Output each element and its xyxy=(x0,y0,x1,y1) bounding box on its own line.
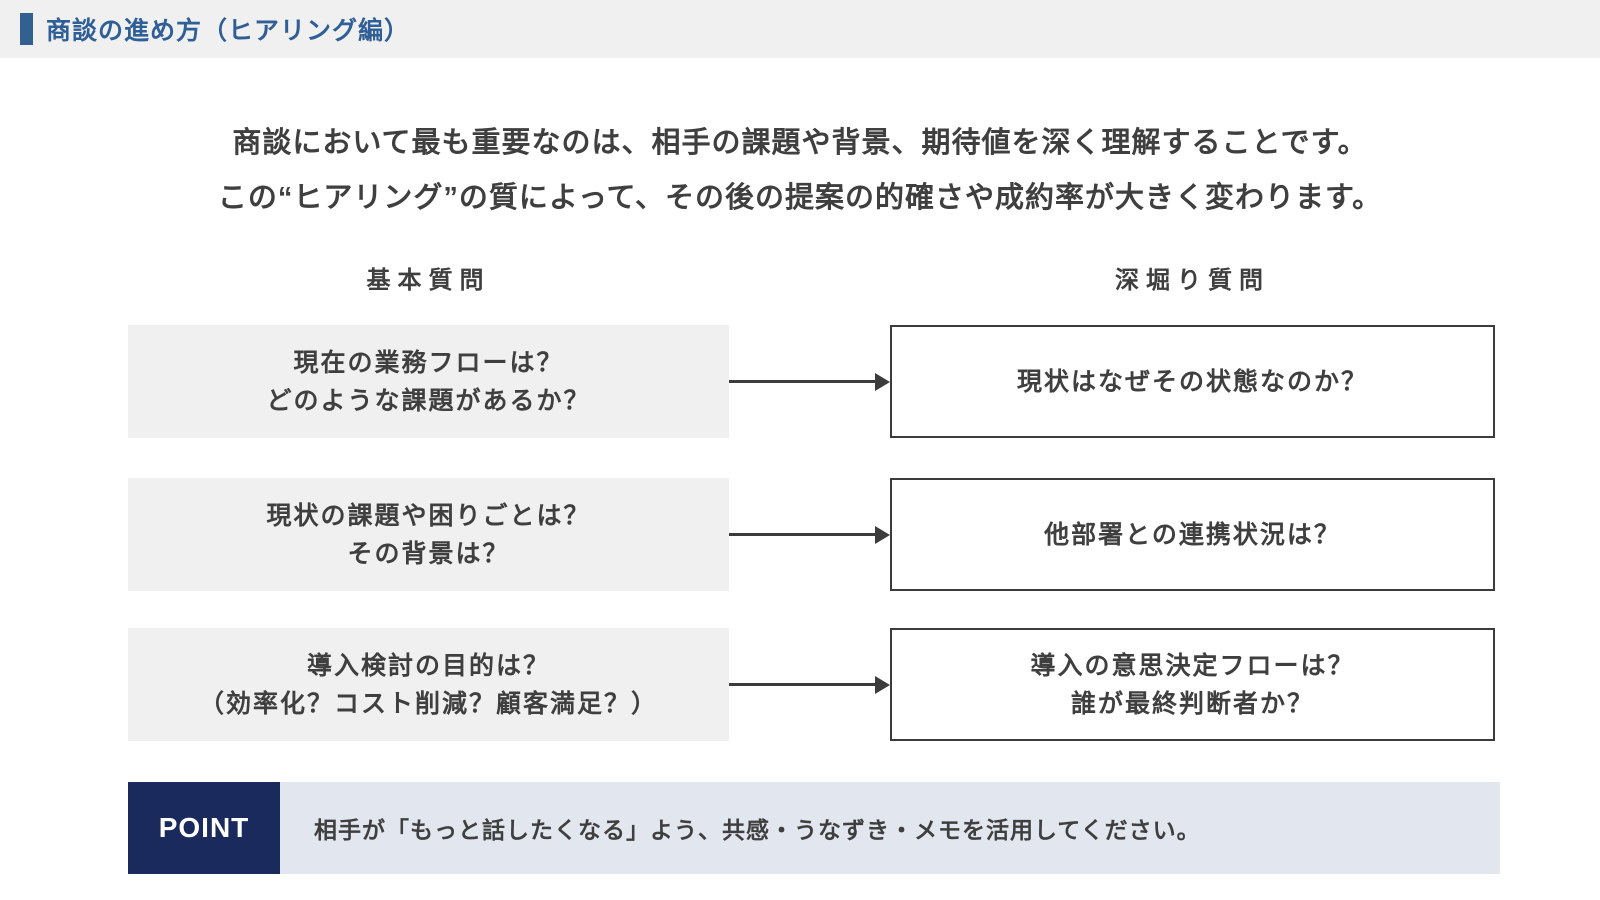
arrow-head xyxy=(875,675,890,694)
basic-question-line: 現状の課題や困りごとは？ xyxy=(266,501,591,530)
deep-question-line: 現状はなぜその状態なのか？ xyxy=(1016,367,1368,396)
point-bar: POINT 相手が「もっと話したくなる」よう、共感・うなずき・メモを活用してくだ… xyxy=(128,782,1500,874)
flow-row-2: 現状の課題や困りごとは？ その背景は？ 他部署との連携状況は？ xyxy=(128,478,1495,591)
arrow-shaft xyxy=(729,533,875,536)
title-accent-bar-icon xyxy=(20,13,33,45)
deep-question-line: 他部署との連携状況は？ xyxy=(1044,520,1341,549)
intro-line-1: 商談において最も重要なのは、相手の課題や背景、期待値を深く理解することです。 xyxy=(232,127,1368,159)
flow-row-3: 導入検討の目的は？ （効率化？コスト削減？顧客満足？） 導入の意思決定フローは？… xyxy=(128,628,1495,741)
column-header-basic: 基本質問 xyxy=(366,267,491,294)
basic-question-line: その背景は？ xyxy=(347,539,510,568)
right-arrow-icon xyxy=(729,628,890,741)
arrow-shaft xyxy=(729,380,875,383)
deep-question-line: 誰が最終判断者か？ xyxy=(1070,689,1314,718)
deep-question-line: 導入の意思決定フローは？ xyxy=(1030,651,1355,680)
flow-row-1: 現在の業務フローは？ どのような課題があるか？ 現状はなぜその状態なのか？ xyxy=(128,325,1495,438)
arrow-head xyxy=(875,525,890,544)
deep-question-box-2: 他部署との連携状況は？ xyxy=(890,478,1495,591)
intro-text: 商談において最も重要なのは、相手の課題や背景、期待値を深く理解することです。 こ… xyxy=(0,116,1600,226)
basic-question-box-2: 現状の課題や困りごとは？ その背景は？ xyxy=(128,478,729,591)
basic-question-box-1: 現在の業務フローは？ どのような課題があるか？ xyxy=(128,325,729,438)
intro-line-2: この“ヒアリング”の質によって、その後の提案の的確さや成約率が大きく変わります。 xyxy=(217,182,1383,214)
deep-question-box-1: 現状はなぜその状態なのか？ xyxy=(890,325,1495,438)
column-header-deep: 深堀り質問 xyxy=(1115,267,1270,294)
right-arrow-icon xyxy=(729,478,890,591)
basic-question-line: （効率化？コスト削減？顧客満足？） xyxy=(198,689,658,718)
right-arrow-icon xyxy=(729,325,890,438)
page-title: 商談の進め方（ヒアリング編） xyxy=(46,17,411,45)
point-badge: POINT xyxy=(128,782,280,874)
arrow-shaft xyxy=(729,683,875,686)
basic-question-line: 現在の業務フローは？ xyxy=(293,348,564,377)
basic-question-box-3: 導入検討の目的は？ （効率化？コスト削減？顧客満足？） xyxy=(128,628,729,741)
header-bar: 商談の進め方（ヒアリング編） xyxy=(0,0,1600,58)
basic-question-line: どのような課題があるか？ xyxy=(266,386,591,415)
point-text: 相手が「もっと話したくなる」よう、共感・うなずき・メモを活用してください。 xyxy=(280,782,1500,874)
basic-question-line: 導入検討の目的は？ xyxy=(306,651,550,680)
arrow-head xyxy=(875,372,890,391)
deep-question-box-3: 導入の意思決定フローは？ 誰が最終判断者か？ xyxy=(890,628,1495,741)
